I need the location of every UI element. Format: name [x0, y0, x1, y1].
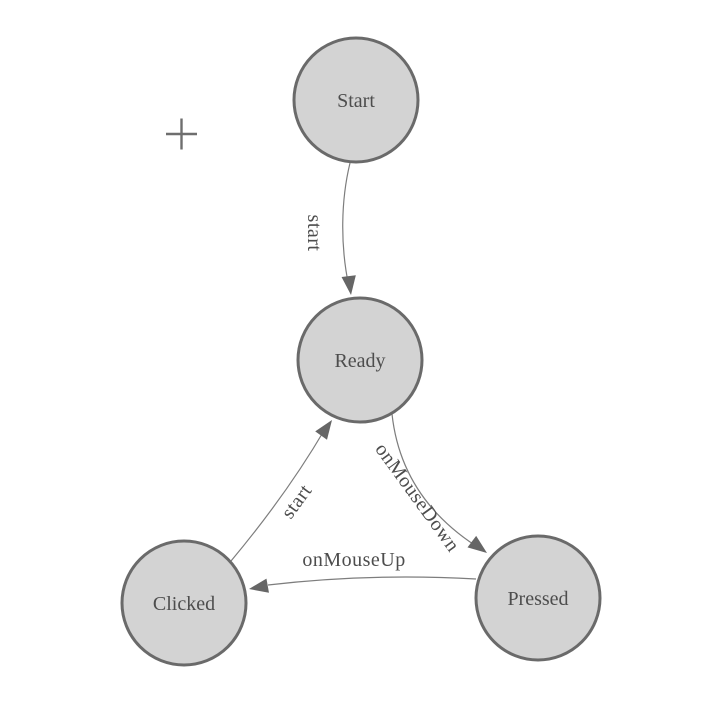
state-node-ready-circle[interactable]: [296, 296, 424, 424]
edge-ready-to-pressed-path[interactable]: [391, 413, 477, 547]
crosshair-icon: [166, 118, 197, 150]
state-node-ready-label: Ready: [334, 350, 385, 372]
edge-pressed-to-clicked[interactable]: onMouseUp: [248, 549, 477, 596]
state-node-start-label: Start: [337, 90, 375, 112]
arrowhead-icon: [467, 535, 487, 553]
edge-start-to-ready-path[interactable]: [342, 162, 351, 288]
edge-label-start: start: [303, 215, 325, 252]
state-node-pressed-label: Pressed: [507, 588, 568, 610]
edge-label-onmouseup: onMouseUp: [302, 549, 405, 571]
edge-ready-to-pressed[interactable]: onMouseDown: [370, 413, 491, 559]
edge-clicked-to-ready[interactable]: start: [230, 416, 338, 562]
edge-clicked-to-ready-path[interactable]: [230, 428, 326, 562]
edge-label-start-2: start: [277, 480, 317, 523]
state-node-pressed[interactable]: Pressed: [474, 534, 602, 662]
edge-pressed-to-clicked-path[interactable]: [267, 576, 477, 586]
arrowhead-icon: [249, 578, 269, 593]
state-node-start[interactable]: Start: [292, 36, 420, 164]
state-node-ready[interactable]: Ready: [296, 296, 424, 424]
state-node-pressed-circle[interactable]: [474, 534, 602, 662]
state-node-clicked-circle[interactable]: [120, 539, 248, 667]
state-node-clicked[interactable]: Clicked: [120, 539, 248, 667]
state-node-clicked-label: Clicked: [153, 593, 215, 615]
edge-start-to-ready[interactable]: start: [303, 162, 358, 296]
edge-label-onmousedown: onMouseDown: [370, 439, 464, 556]
arrowhead-icon: [315, 420, 332, 440]
state-node-start-circle[interactable]: [292, 36, 420, 164]
arrowhead-icon: [341, 275, 356, 295]
